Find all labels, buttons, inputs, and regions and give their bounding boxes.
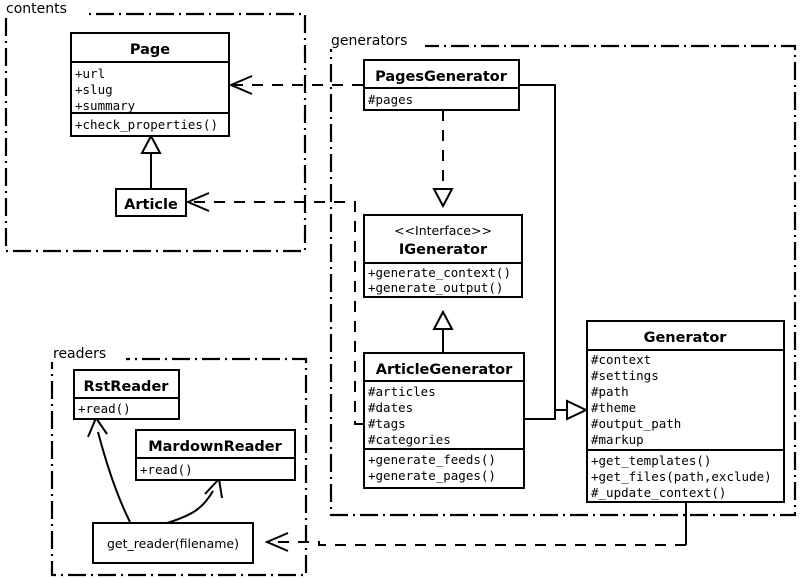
package-contents-border [4, 12, 307, 253]
class-article-generator-name: ArticleGenerator [376, 362, 513, 378]
class-box-article[interactable]: Article [115, 188, 187, 217]
class-box-article-generator[interactable]: ArticleGenerator #articles #dates #tags … [363, 352, 525, 489]
relation-pagesgenerator-to-generator [519, 84, 556, 410]
class-page-attribute: +slug [75, 82, 113, 97]
class-article-generator-frame [363, 352, 525, 489]
class-pages-generator-frame [363, 59, 520, 111]
package-readers-label-bg [50, 344, 126, 362]
package-generators: generators [329, 31, 797, 517]
class-article-generator-attribute: #dates [368, 400, 413, 415]
class-article-name: Article [124, 197, 178, 213]
class-page-method: +check_properties() [75, 117, 218, 132]
class-generator-method: #_update_context() [591, 485, 726, 500]
class-rst-reader-frame [73, 369, 180, 420]
package-readers: readers [50, 344, 308, 577]
class-page-frame [70, 32, 230, 137]
function-box-get-reader[interactable]: get_reader(filename) [92, 522, 254, 564]
class-generator-attribute: #settings [591, 368, 659, 383]
class-generator-attribute: #output_path [591, 416, 681, 431]
class-article-generator-attribute: #categories [368, 432, 451, 447]
relation-pagesgenerator-uses-page [228, 75, 363, 95]
class-mardown-reader-method: +read() [140, 462, 193, 477]
class-box-generator[interactable]: Generator #context #settings #path #them… [586, 320, 785, 503]
class-generator-method: +get_templates() [591, 453, 711, 468]
class-mardown-reader-name: MardownReader [148, 439, 282, 455]
function-get-reader-frame [92, 522, 254, 564]
class-igenerator-frame [363, 214, 523, 298]
class-generator-attribute: #theme [591, 400, 636, 415]
class-rst-reader-name: RstReader [84, 379, 170, 395]
class-article-generator-attribute: #articles [368, 384, 436, 399]
class-article-generator-method: +generate_feeds() [368, 452, 496, 467]
package-contents-label-bg [4, 0, 84, 18]
function-get-reader-label: get_reader(filename) [107, 536, 239, 551]
relation-articlegenerator-uses-article [185, 192, 363, 425]
class-page-name: Page [130, 42, 170, 58]
package-contents: contents [4, 0, 307, 253]
package-generators-border [329, 44, 797, 517]
class-rst-reader-method: +read() [78, 401, 131, 416]
class-generator-frame [586, 320, 785, 503]
relation-article-inherits-page [140, 133, 162, 190]
package-generators-label: generators [331, 33, 407, 49]
class-page-attribute: +url [75, 66, 105, 81]
relation-articlegenerator-inherits-igenerator [432, 309, 454, 353]
class-article-generator-attribute: #tags [368, 416, 406, 431]
class-article-frame [115, 188, 187, 217]
class-box-mardown-reader[interactable]: MardownReader +read() [135, 429, 296, 481]
class-box-rst-reader[interactable]: RstReader +read() [73, 369, 180, 420]
package-readers-label: readers [53, 346, 106, 362]
package-readers-border [50, 357, 308, 577]
class-box-pages-generator[interactable]: PagesGenerator #pages [363, 59, 520, 111]
class-mardown-reader-frame [135, 429, 296, 481]
relation-get-reader-returns-rstreader [87, 415, 131, 523]
relation-articlegenerator-to-generator [524, 399, 589, 421]
class-igenerator-method: +generate_output() [368, 280, 503, 295]
package-contents-label: contents [6, 1, 67, 17]
class-page-attribute: +summary [75, 98, 136, 113]
package-generators-label-bg [329, 31, 425, 49]
class-generator-attribute: #context [591, 352, 651, 367]
class-generator-method: +get_files(path,exclude) [591, 469, 772, 484]
class-generator-attribute: #path [591, 384, 629, 399]
class-box-igenerator[interactable]: <<Interface>> IGenerator +generate_conte… [363, 214, 523, 298]
class-pages-generator-name: PagesGenerator [375, 69, 508, 85]
class-article-generator-method: +generate_pages() [368, 468, 496, 483]
class-igenerator-name: IGenerator [399, 242, 488, 258]
class-generator-attribute: #markup [591, 432, 644, 447]
relation-get-reader-returns-mardownreader [163, 476, 223, 525]
relation-pagesgenerator-realizes-igenerator [432, 110, 454, 209]
class-box-page[interactable]: Page +url +slug +summary +check_properti… [70, 32, 230, 137]
class-generator-name: Generator [644, 330, 728, 346]
class-igenerator-stereotype: <<Interface>> [394, 223, 492, 238]
class-pages-generator-attribute: #pages [368, 92, 413, 107]
class-igenerator-method: +generate_context() [368, 265, 511, 280]
relation-generator-uses-get-reader [264, 502, 687, 552]
